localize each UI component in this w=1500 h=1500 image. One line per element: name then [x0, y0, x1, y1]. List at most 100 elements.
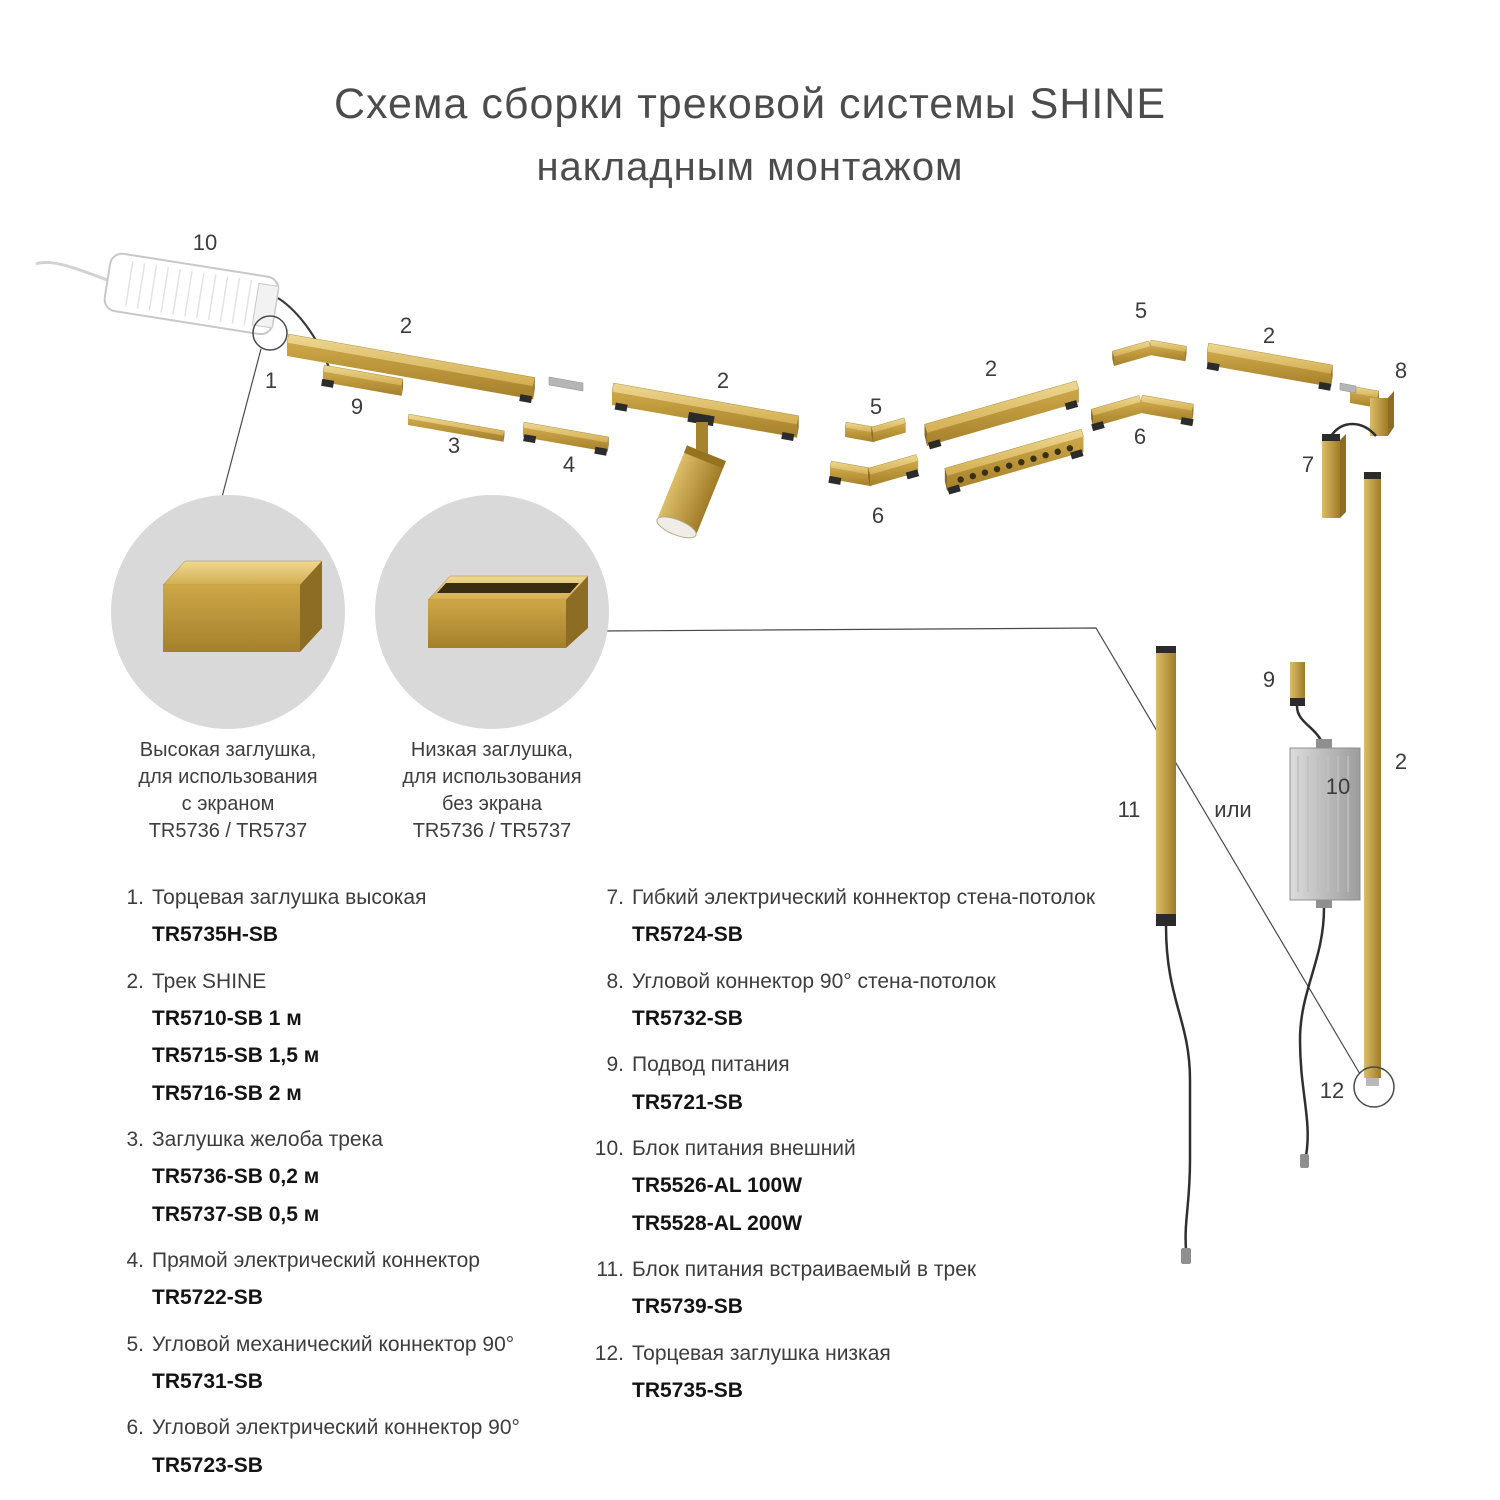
corner-elec-connector-6b — [1140, 394, 1194, 427]
diagram-label: 9 — [1263, 667, 1275, 692]
part-code: TR5736-SB 0,2 м — [152, 1165, 320, 1189]
led-dot — [1005, 462, 1013, 469]
parts-list-item: 5.Угловой механический коннектор 90°TR57… — [108, 1331, 578, 1397]
caption-line: Низкая заглушка, — [410, 739, 574, 761]
connector-clip — [1206, 362, 1220, 372]
part-name: Блок питания внешний — [632, 1137, 856, 1161]
diagram-label: 2 — [985, 356, 997, 381]
high-end-cap-marker — [252, 315, 288, 351]
inset-leader-right — [599, 627, 1361, 1075]
connector-clip — [594, 446, 608, 456]
part-code: TR5735-SB — [632, 1379, 743, 1403]
part-head: 2.Трек SHINE — [108, 968, 578, 996]
led-dot — [1030, 455, 1037, 462]
diagram-label: 12 — [1320, 1078, 1344, 1103]
connector-clip — [947, 484, 961, 495]
flexible-connector — [1322, 422, 1377, 518]
caption-line: TR5736 / TR5737 — [148, 820, 308, 842]
corner-connector-wall-ceiling — [1370, 391, 1394, 436]
part-code: TR5528-AL 200W — [632, 1211, 803, 1235]
diagram-label: 2 — [717, 368, 729, 393]
page-title-line2: накладным монтажом — [536, 145, 964, 189]
vertical-track — [1364, 472, 1381, 1078]
part-name: Угловой механический коннектор 90° — [152, 1332, 515, 1356]
part-code: TR5735H-SB — [152, 923, 279, 947]
led-dot — [1018, 458, 1025, 466]
connector-clip — [1070, 449, 1084, 460]
part-name: Подвод питания — [632, 1053, 790, 1077]
diagram-label: 9 — [351, 394, 363, 419]
track-pieces — [286, 333, 1380, 495]
diagram-label: или — [1214, 797, 1251, 822]
power-feed-right — [1290, 662, 1324, 743]
track-segment-2c — [924, 380, 1080, 450]
part-number: 8. — [606, 969, 624, 993]
inset-high-cap — [111, 495, 345, 729]
part-number: 3. — [126, 1128, 144, 1152]
caption-line: с экраном — [181, 793, 275, 815]
connector-clip — [519, 394, 533, 404]
part-name: Заглушка желоба трека — [152, 1128, 383, 1152]
part-code: TR5721-SB — [632, 1090, 743, 1114]
joiner-piece — [548, 376, 584, 392]
corner-mech-connector-5a — [844, 421, 876, 443]
part-head: 9.Подвод питания — [588, 1051, 1148, 1079]
part-name: Угловой электрический коннектор 90° — [152, 1416, 520, 1440]
part-name: Гибкий электрический коннектор стена-пот… — [632, 886, 1096, 909]
part-number: 10. — [594, 1137, 624, 1161]
connector-clip — [1091, 421, 1105, 432]
diagram-label: 6 — [872, 503, 884, 528]
part-head: 6. Угловой электрический коннектор 90° — [108, 1414, 578, 1442]
diagram-label: 5 — [1135, 298, 1147, 323]
led-dot — [993, 465, 1001, 473]
groove-cap-3 — [407, 413, 505, 442]
external-psu — [1289, 739, 1361, 1168]
power-feed-9 — [321, 364, 404, 396]
part-name: Торцевая заглушка низкая — [632, 1341, 891, 1365]
diagram-label: 6 — [1134, 424, 1146, 449]
part-head: 10. Блок питания внешний — [588, 1135, 1148, 1163]
part-code: TR5732-SB — [632, 1007, 743, 1031]
diagram-label: 11 — [1118, 797, 1141, 822]
low-end-cap-marker — [1353, 1066, 1395, 1108]
part-number: 1. — [126, 886, 144, 909]
inset-caption-low: Низкая заглушка, для использования без э… — [352, 737, 632, 845]
part-name: Прямой электрический коннектор — [152, 1249, 480, 1273]
part-head: 3. Заглушка желоба трека — [108, 1126, 578, 1154]
connector-clip — [523, 434, 537, 444]
part-head: 1.Торцевая заглушка высокая — [108, 884, 578, 912]
part-code: TR5737-SB 0,5 м — [152, 1202, 320, 1226]
part-number: 6. — [126, 1416, 144, 1440]
track-psu-built-in — [1156, 646, 1192, 1264]
part-number: 7. — [606, 886, 624, 909]
led-dot — [957, 476, 964, 483]
part-code: TR5739-SB — [632, 1295, 743, 1319]
page-title-line1: Схема сборки трековой системы SHINE — [333, 80, 1167, 128]
led-dot — [1066, 445, 1074, 452]
diagram-label: 1 — [265, 368, 277, 393]
corner-elec-connector-6a — [828, 460, 873, 487]
part-number: 5. — [126, 1332, 144, 1356]
corner-mech-connector-5b — [1112, 340, 1151, 366]
straight-connector-4 — [522, 421, 609, 456]
part-code: TR5526-AL 100W — [632, 1174, 803, 1198]
caption-line: Высокая заглушка, — [139, 739, 317, 761]
part-head: 11.Блок питания встраиваемый в трек — [588, 1256, 1148, 1284]
corner-elec-connector-6b — [1090, 395, 1142, 432]
diagram-label: 2 — [1263, 323, 1275, 348]
caption-line: для использования — [138, 766, 318, 788]
part-name: Трек SHINE — [152, 969, 267, 993]
connector-clip — [1318, 381, 1332, 391]
diagram-label: 3 — [448, 433, 460, 458]
caption-line: для использования — [402, 766, 582, 788]
part-head: 5. Угловой механический коннектор 90° — [108, 1331, 578, 1359]
part-number: 4. — [126, 1249, 144, 1273]
diagram-label: 8 — [1395, 358, 1407, 383]
